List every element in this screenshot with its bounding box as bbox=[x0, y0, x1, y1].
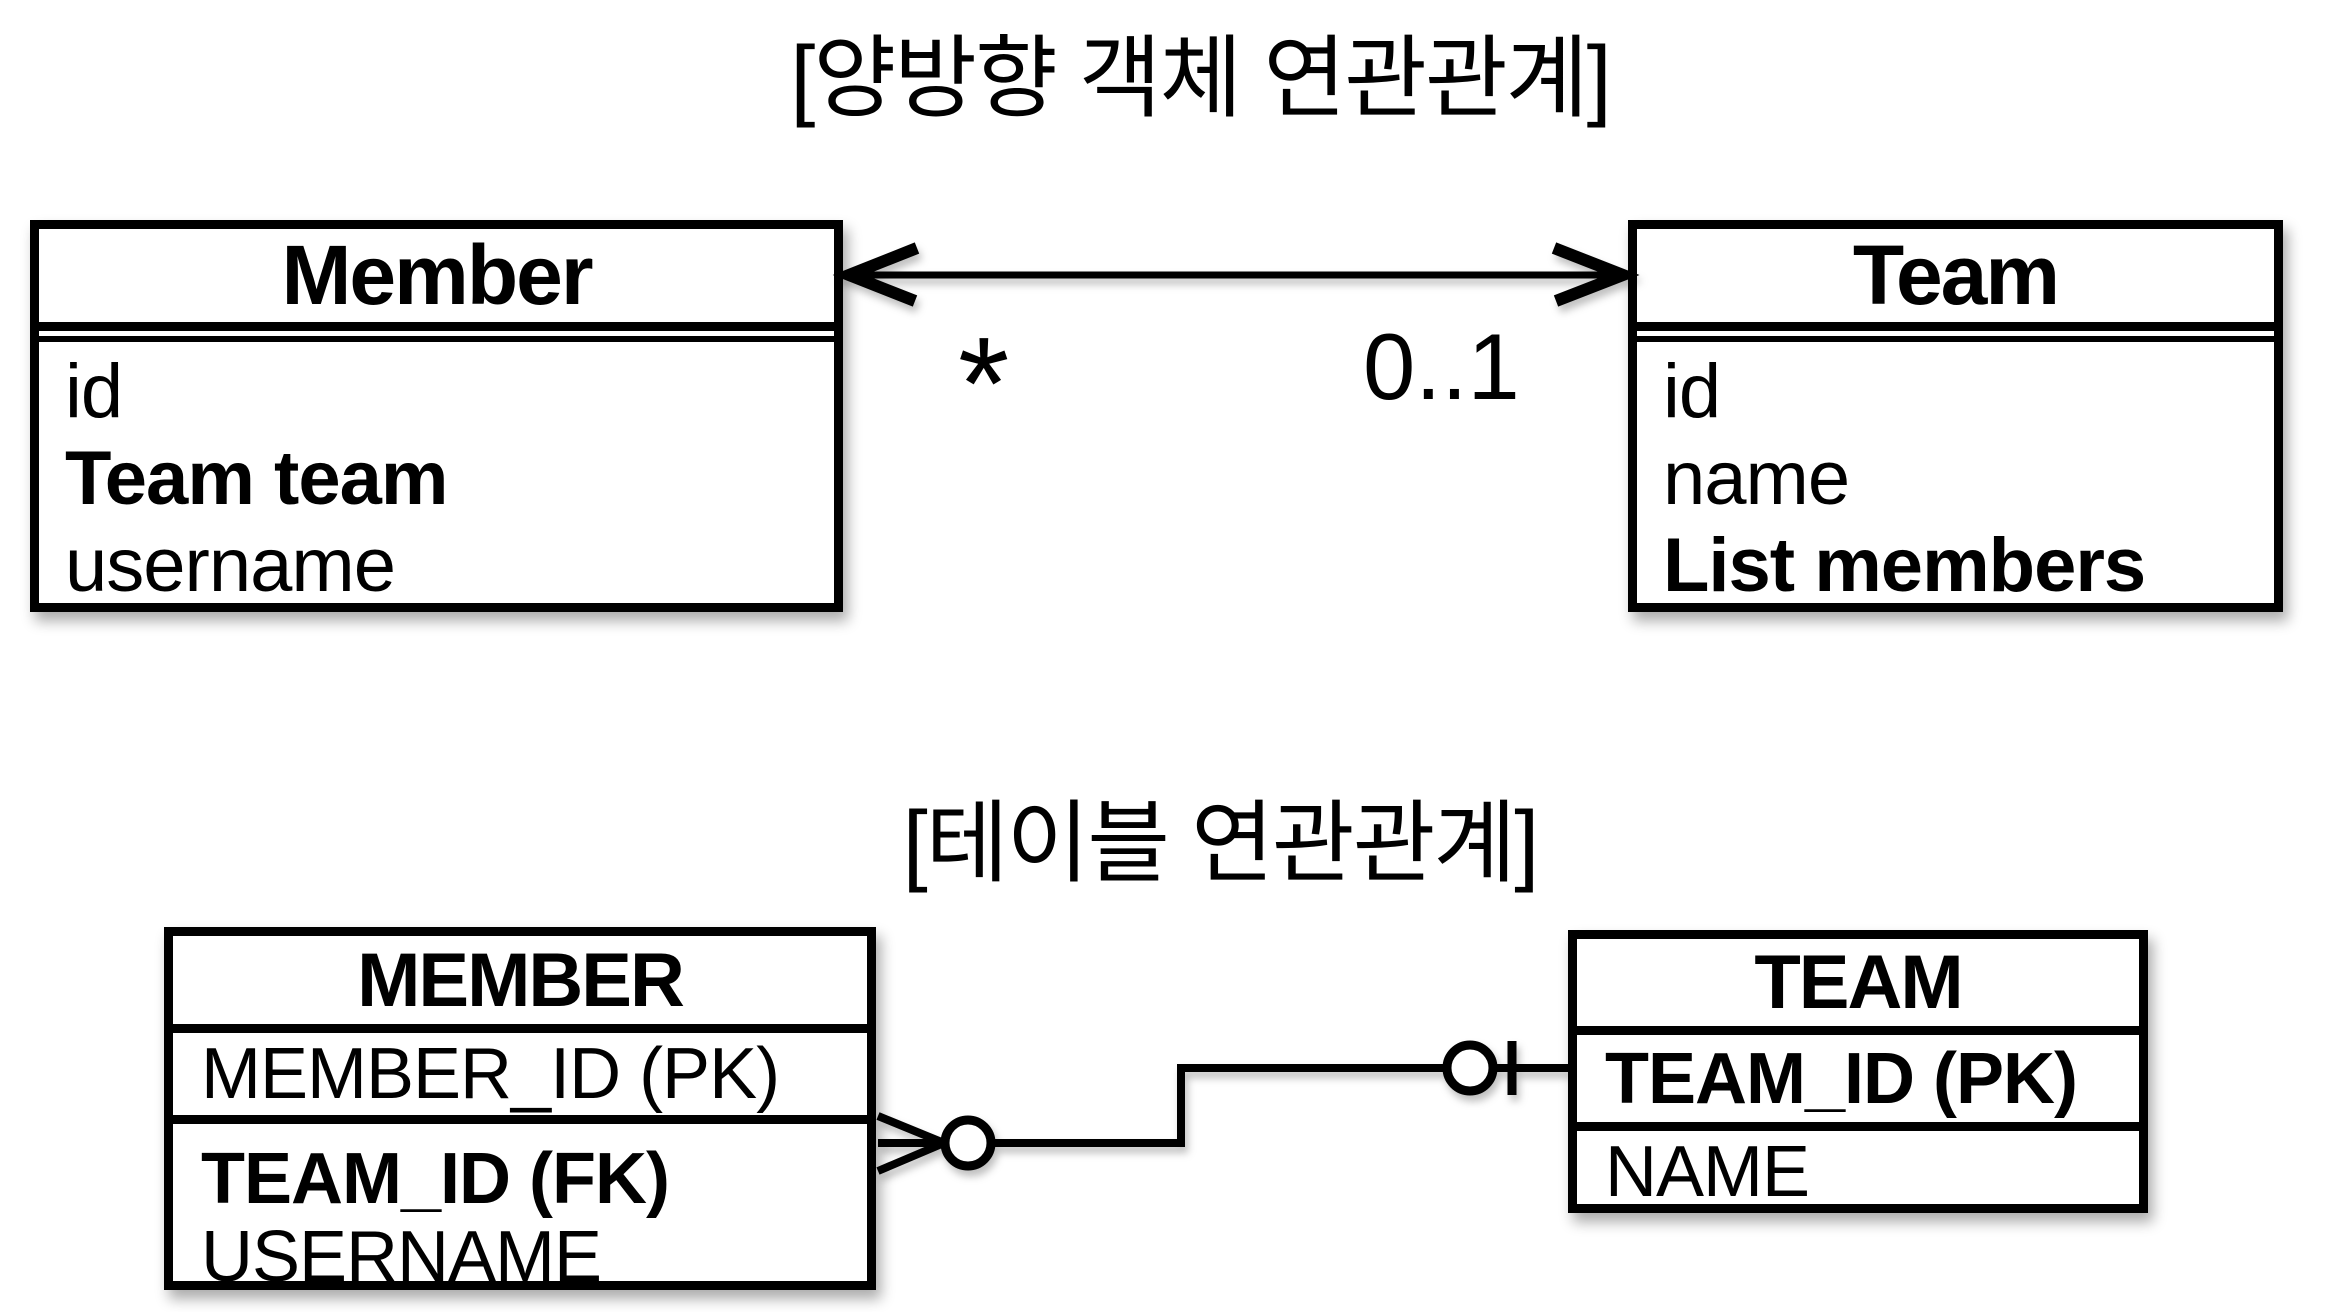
bidirectional-arrow bbox=[832, 242, 1640, 307]
arrow-head-left bbox=[832, 242, 920, 307]
team-class-header-divider bbox=[1637, 331, 2274, 336]
member-table-header: MEMBER bbox=[173, 936, 867, 1033]
member-field-username: username bbox=[65, 523, 396, 608]
table-relationship-connector bbox=[876, 1040, 1568, 1175]
member-class-box: Member id Team team username bbox=[30, 220, 843, 612]
arrow-head-right bbox=[1551, 242, 1640, 307]
member-table-row-fk: TEAM_ID (FK) bbox=[201, 1139, 670, 1219]
member-class-header-divider bbox=[39, 331, 834, 336]
team-field-id: id bbox=[1663, 349, 1721, 434]
optional-circle-team-side bbox=[1442, 1040, 1498, 1096]
multiplicity-member-side: * bbox=[958, 310, 1010, 457]
member-table-box: MEMBER MEMBER_ID (PK) TEAM_ID (FK) USERN… bbox=[164, 927, 876, 1296]
table-association-section-title: [테이블 연관관계] bbox=[902, 794, 1540, 894]
member-table-body: TEAM_ID (FK) USERNAME bbox=[173, 1124, 867, 1296]
member-table-title: MEMBER bbox=[357, 937, 685, 1023]
team-table-title: TEAM bbox=[1754, 940, 1963, 1025]
team-class-header: Team bbox=[1637, 228, 2274, 331]
team-table-row-pk: TEAM_ID (PK) bbox=[1577, 1035, 2139, 1131]
connector-path bbox=[968, 1064, 1568, 1147]
crowfoot-prong-bottom bbox=[876, 1139, 946, 1175]
team-field-members: List members bbox=[1663, 523, 2146, 608]
team-class-body: id name List members bbox=[1637, 336, 2274, 609]
member-field-team: Team team bbox=[65, 436, 448, 521]
member-table-row-pk: MEMBER_ID (PK) bbox=[173, 1033, 867, 1124]
member-table-row-username: USERNAME bbox=[201, 1217, 602, 1297]
crowfoot-prong-top bbox=[876, 1112, 946, 1147]
team-class-box: Team id name List members bbox=[1628, 220, 2283, 612]
team-table-box: TEAM TEAM_ID (PK) NAME bbox=[1568, 930, 2148, 1213]
member-field-id: id bbox=[65, 349, 123, 434]
multiplicity-team-side: 0..1 bbox=[1363, 314, 1520, 419]
member-class-title: Member bbox=[281, 228, 593, 322]
member-class-body: id Team team username bbox=[39, 336, 834, 609]
member-class-header: Member bbox=[39, 228, 834, 331]
optional-circle-member-side bbox=[940, 1115, 996, 1171]
object-association-section-title: [양방향 객체 연관관계] bbox=[790, 29, 1611, 129]
team-table-header: TEAM bbox=[1577, 939, 2139, 1035]
team-class-title: Team bbox=[1852, 228, 2060, 322]
team-table-row-name: NAME bbox=[1605, 1132, 1810, 1212]
team-field-name: name bbox=[1663, 436, 1850, 521]
